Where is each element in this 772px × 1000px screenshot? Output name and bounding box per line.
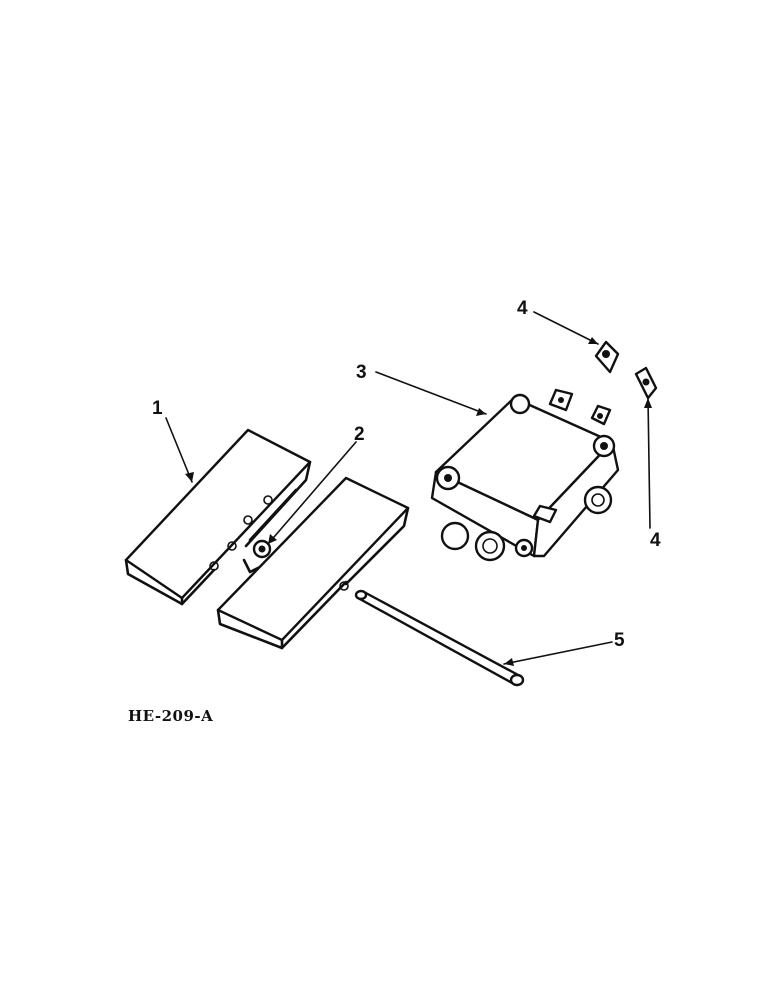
callout-3: 3 [356, 362, 367, 383]
clip-lower-part [634, 366, 658, 400]
callout-1: 1 [152, 398, 163, 419]
callout-4-lower: 4 [650, 530, 661, 551]
drawing-code: HE-209-A [128, 707, 213, 725]
callout-2: 2 [354, 424, 365, 445]
callout-5: 5 [614, 630, 625, 651]
pedal-right-part [216, 476, 410, 650]
callout-4-upper: 4 [517, 298, 528, 319]
pedal-left-part [124, 428, 312, 606]
clip-upper-part [594, 340, 620, 374]
rod-part [354, 589, 525, 687]
pivot-nut-part [242, 539, 272, 574]
valve-body-part [430, 388, 620, 562]
leader-lines [165, 311, 652, 666]
